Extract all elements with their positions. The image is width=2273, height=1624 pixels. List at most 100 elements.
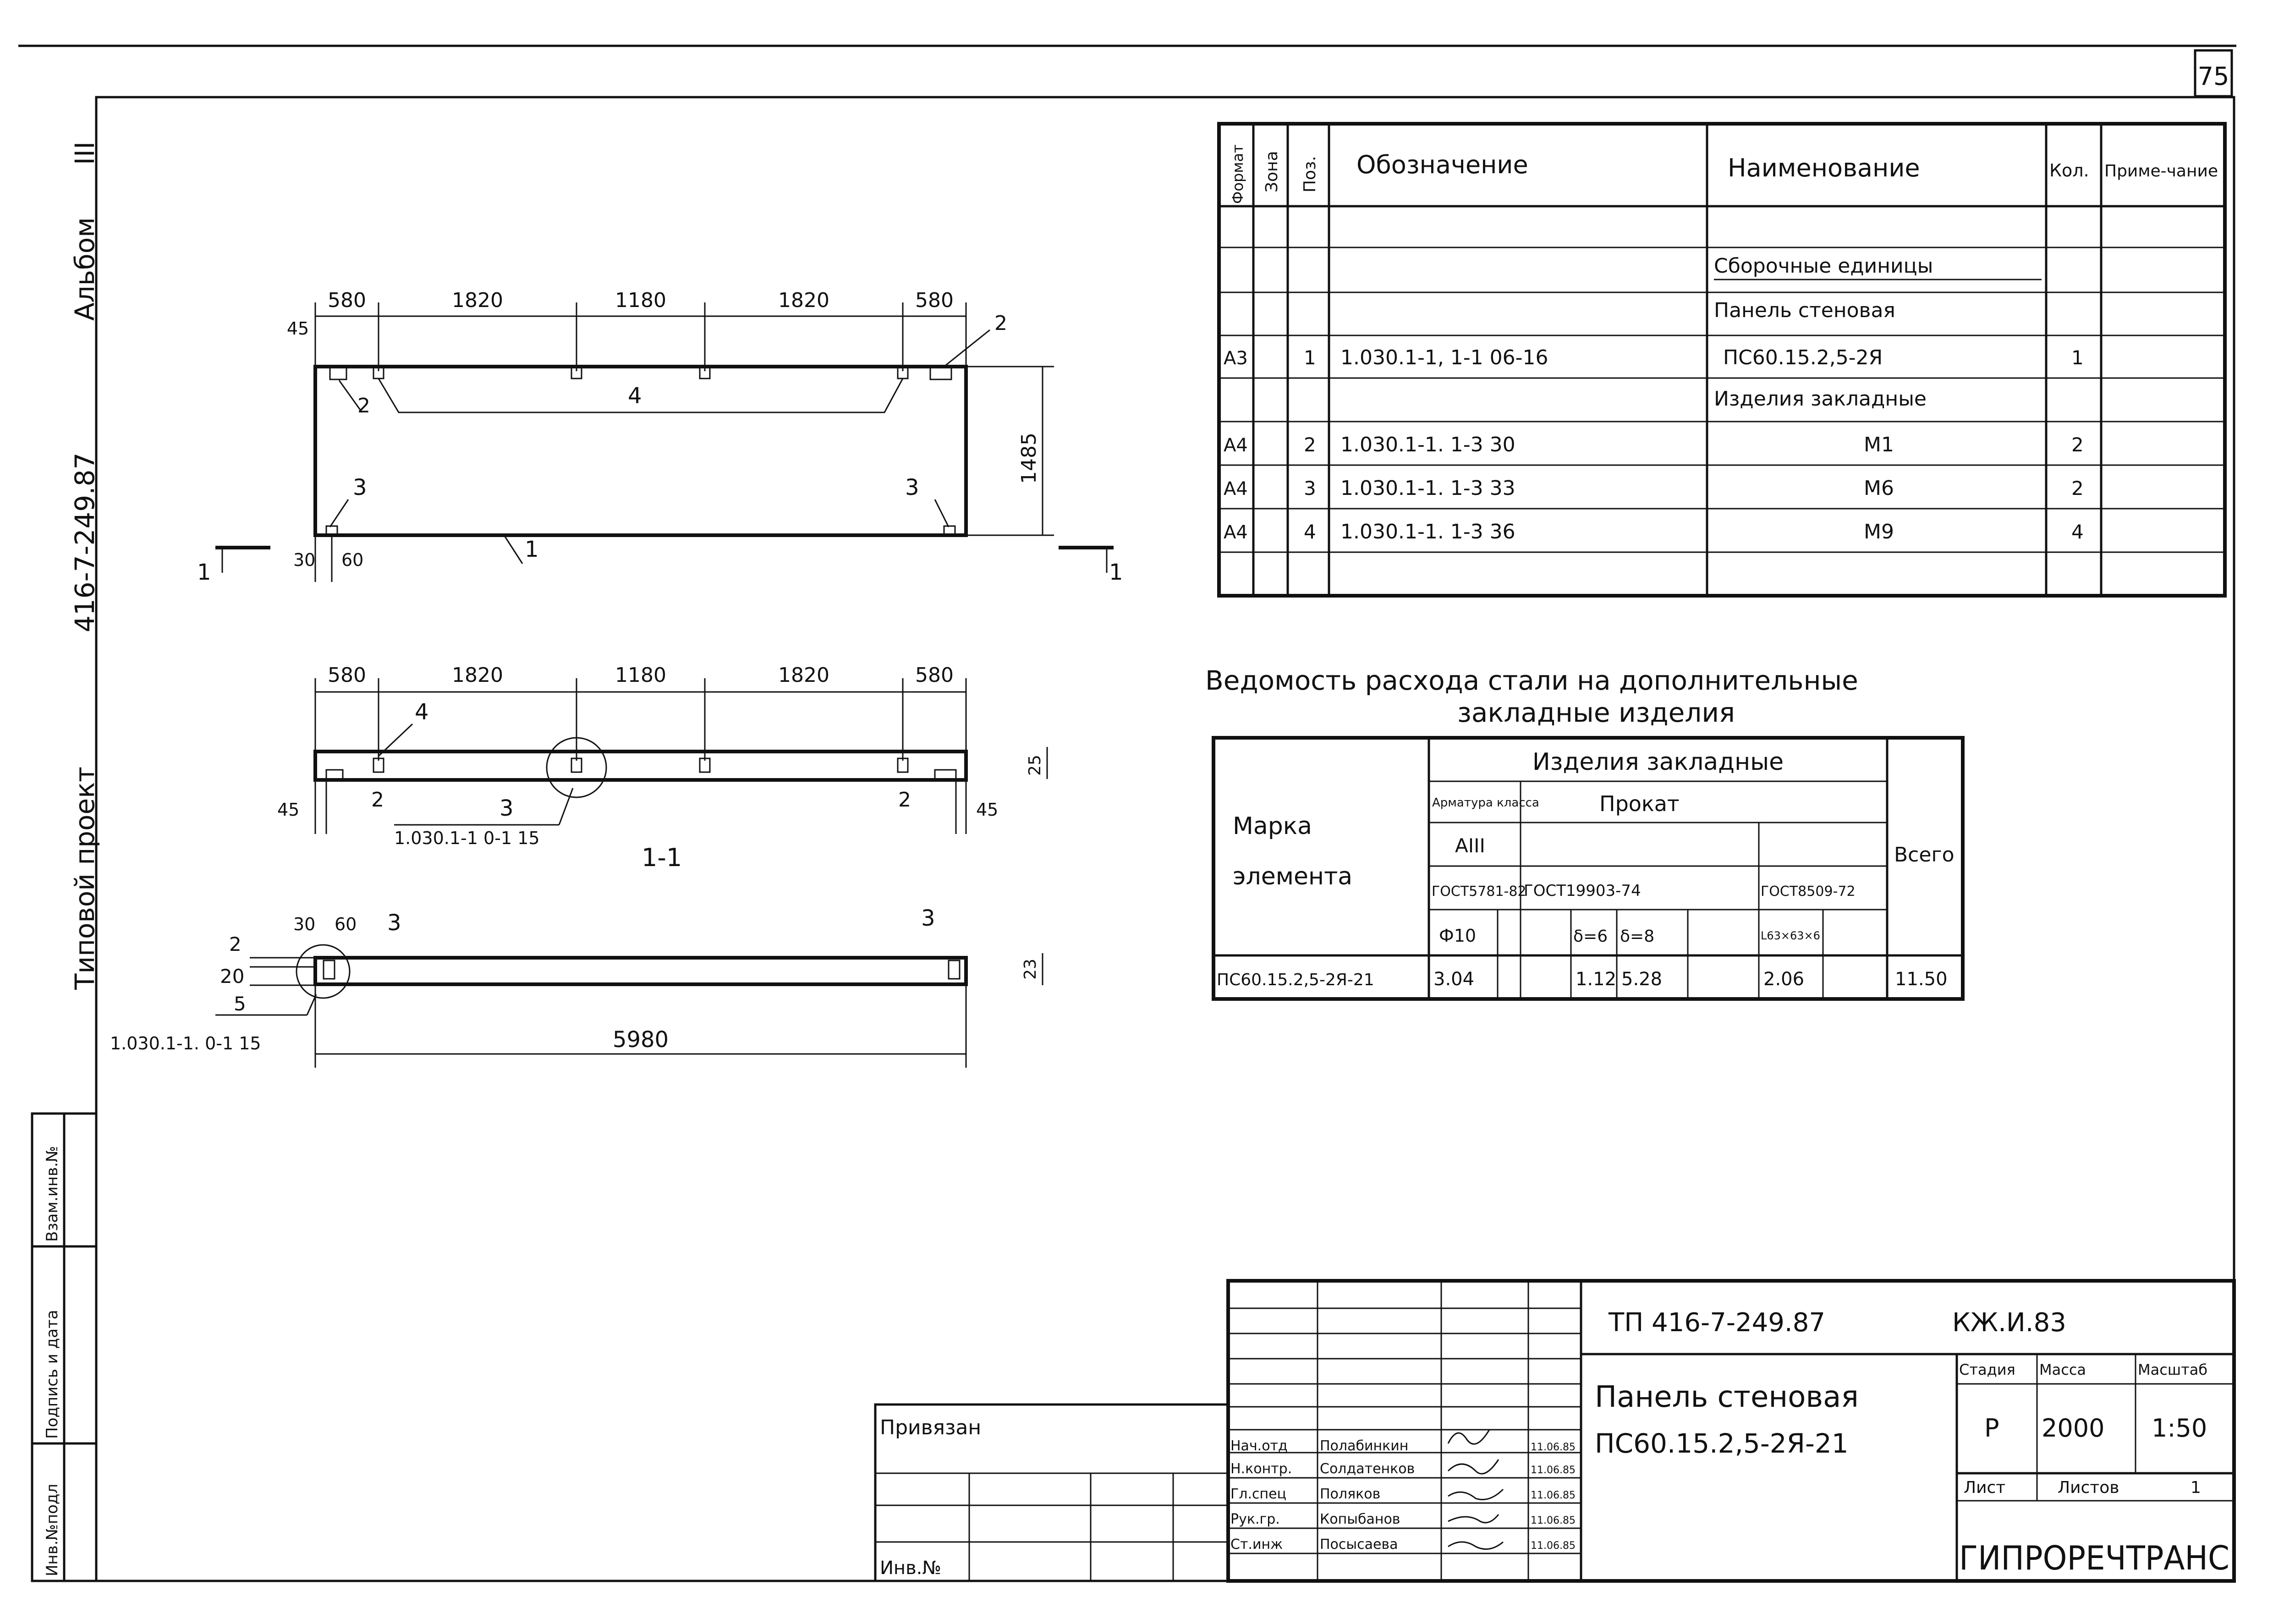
spec-row-3-pos: 1 xyxy=(1304,346,1316,369)
sig-role-2: Н.контр. xyxy=(1230,1461,1292,1477)
col-zone: Зона xyxy=(1263,151,1281,192)
sig-role-1: Нач.отд xyxy=(1230,1438,1288,1454)
steel-row-v1: 3.04 xyxy=(1433,969,1474,990)
scale-label: Масштаб xyxy=(2138,1361,2207,1378)
spec-row-4-name: Изделия закладные xyxy=(1714,387,1927,411)
t6-label: δ=6 xyxy=(1573,927,1608,946)
steel-row-v3: 5.28 xyxy=(1621,969,1662,990)
gost-19903: ГОСТ19903-74 xyxy=(1524,882,1641,900)
spec-row-6-des: 1.030.1-1. 1-3 33 xyxy=(1340,477,1515,500)
spec-row-5-fmt: А4 xyxy=(1224,435,1248,456)
sig-date-4: 11.06.85 xyxy=(1531,1515,1576,1526)
dim-1820-right: 1820 xyxy=(778,289,829,312)
steel-row-mark: ПС60.15.2,5-2Я-21 xyxy=(1217,971,1374,989)
sig-date-5: 11.06.85 xyxy=(1531,1540,1576,1552)
plan-dim-580-right: 580 xyxy=(915,664,954,687)
t8-label: δ=8 xyxy=(1620,927,1654,946)
spec-row-7-name: М9 xyxy=(1864,520,1894,543)
d10-label: Ф10 xyxy=(1439,926,1476,946)
signature-scribbles xyxy=(1447,1429,1504,1550)
pos-1-label: 1 xyxy=(525,537,539,562)
plan-dim-1820-left: 1820 xyxy=(452,664,503,687)
mass-value: 2000 xyxy=(2042,1414,2104,1443)
spec-row-5-pos: 2 xyxy=(1304,433,1316,456)
steel-row-total: 11.50 xyxy=(1895,969,1948,990)
a3-label: АIII xyxy=(1455,834,1485,857)
spec-row-3-des: 1.030.1-1, 1-1 06-16 xyxy=(1340,346,1548,369)
plan-pos-4: 4 xyxy=(415,699,429,725)
panel-side-view: 30 60 3 3 2 20 5 1.030.1-1. 0-1 15 5980 … xyxy=(110,905,1043,1068)
col-designation: Обозначение xyxy=(1356,150,1528,179)
pos-2-right: 2 xyxy=(994,312,1007,335)
node-ref-side: 1.030.1-1. 0-1 15 xyxy=(110,1033,261,1053)
length-dim: 5980 xyxy=(613,1027,669,1053)
dim-580-left: 580 xyxy=(328,289,366,312)
col-name: Наименование xyxy=(1728,154,1920,182)
sig-role-3: Гл.спец xyxy=(1230,1486,1286,1502)
plan-pos-2-right: 2 xyxy=(898,788,911,812)
spec-row-5-des: 1.030.1-1. 1-3 30 xyxy=(1340,433,1515,456)
col-pos: Поз. xyxy=(1301,156,1319,192)
sig-date-1: 11.06.85 xyxy=(1531,1442,1576,1453)
spec-row-7-pos: 4 xyxy=(1304,521,1316,543)
sig-name-5: Посысаева xyxy=(1320,1536,1398,1553)
pos-2-left: 2 xyxy=(357,394,370,417)
plan-dim-45-right: 45 xyxy=(976,800,998,820)
plan-dim-1820-right: 1820 xyxy=(778,664,829,687)
col-note: Приме-чание xyxy=(2104,162,2218,181)
spec-row-5-qty: 2 xyxy=(2071,433,2084,456)
spec-row-7-fmt: А4 xyxy=(1224,522,1248,543)
col-qty: Кол. xyxy=(2049,160,2089,181)
spec-row-3-qty: 1 xyxy=(2071,346,2084,369)
tb-name-2: ПС60.15.2,5-2Я-21 xyxy=(1595,1428,1849,1459)
specification-table: Формат Зона Поз. Обозначение Наименовани… xyxy=(1217,122,2227,598)
plan-dim-580-left: 580 xyxy=(328,664,366,687)
spec-row-3-fmt: А3 xyxy=(1224,348,1248,369)
lists-count: 1 xyxy=(2191,1478,2201,1497)
section-mark-left: 1 xyxy=(197,560,211,585)
steel-row-v4: 2.06 xyxy=(1763,969,1804,990)
side-dim-20: 20 xyxy=(220,965,244,988)
gost-5781: ГОСТ5781-82 xyxy=(1432,883,1526,900)
steel-title-2: закладные изделия xyxy=(1457,697,1735,728)
org-name: ГИПРОРЕЧТРАНС xyxy=(1959,1539,2229,1577)
stage-value: Р xyxy=(1984,1414,1999,1443)
side-dim-5: 5 xyxy=(234,993,246,1015)
total-header: Всего xyxy=(1894,843,1954,867)
steel-title-1: Ведомость расхода стали на дополнительны… xyxy=(1205,665,1858,696)
album-number: III xyxy=(69,142,100,165)
spec-row-6-pos: 3 xyxy=(1304,477,1316,499)
plan-pos-3: 3 xyxy=(500,796,514,821)
sig-role-4: Рук.гр. xyxy=(1230,1511,1280,1527)
tb-name-1: Панель стеновая xyxy=(1595,1380,1859,1414)
dim-45: 45 xyxy=(287,318,309,339)
sig-name-2: Солдатенков xyxy=(1320,1461,1415,1477)
title-block: Привязан Инв.№ Нач.отд Полабинкин 11.06.… xyxy=(874,1279,2236,1583)
inv-no-bottom: Инв.№ xyxy=(880,1558,941,1579)
steel-row-v2: 1.12 xyxy=(1576,969,1616,990)
dim-1180: 1180 xyxy=(615,289,666,312)
section-mark-right: 1 xyxy=(1109,560,1123,585)
side-dim-30: 30 xyxy=(293,914,315,934)
project-label: Типовой проект xyxy=(69,767,100,990)
node-ref-plan: 1.030.1-1 0-1 15 xyxy=(394,828,540,848)
spec-row-1-name: Сборочные единицы xyxy=(1714,254,1933,278)
dim-1485: 1485 xyxy=(1017,433,1041,484)
sig-date-3: 11.06.85 xyxy=(1531,1490,1576,1501)
dim-580-right: 580 xyxy=(915,289,954,312)
gost-8509: ГОСТ8509-72 xyxy=(1761,883,1856,900)
sheet-number: 75 xyxy=(2198,62,2229,91)
spec-row-7-des: 1.030.1-1. 1-3 36 xyxy=(1340,520,1515,543)
spec-row-2-name: Панель стеновая xyxy=(1714,299,1895,322)
detail-circle-side xyxy=(296,944,351,999)
plan-pos-2-left: 2 xyxy=(371,788,384,812)
tb-code: ТП 416-7-249.87 xyxy=(1608,1308,1825,1338)
spec-row-6-name: М6 xyxy=(1864,477,1894,500)
section-label: 1-1 xyxy=(642,843,682,872)
sig-date-2: 11.06.85 xyxy=(1531,1465,1576,1476)
replace-inv-label: Взам.инв.№ xyxy=(43,1146,61,1242)
album-label: Альбом xyxy=(69,217,100,321)
scale-value: 1:50 xyxy=(2152,1414,2207,1443)
mass-label: Масса xyxy=(2039,1361,2086,1378)
inv-no-label: Инв.№подл xyxy=(43,1484,61,1576)
